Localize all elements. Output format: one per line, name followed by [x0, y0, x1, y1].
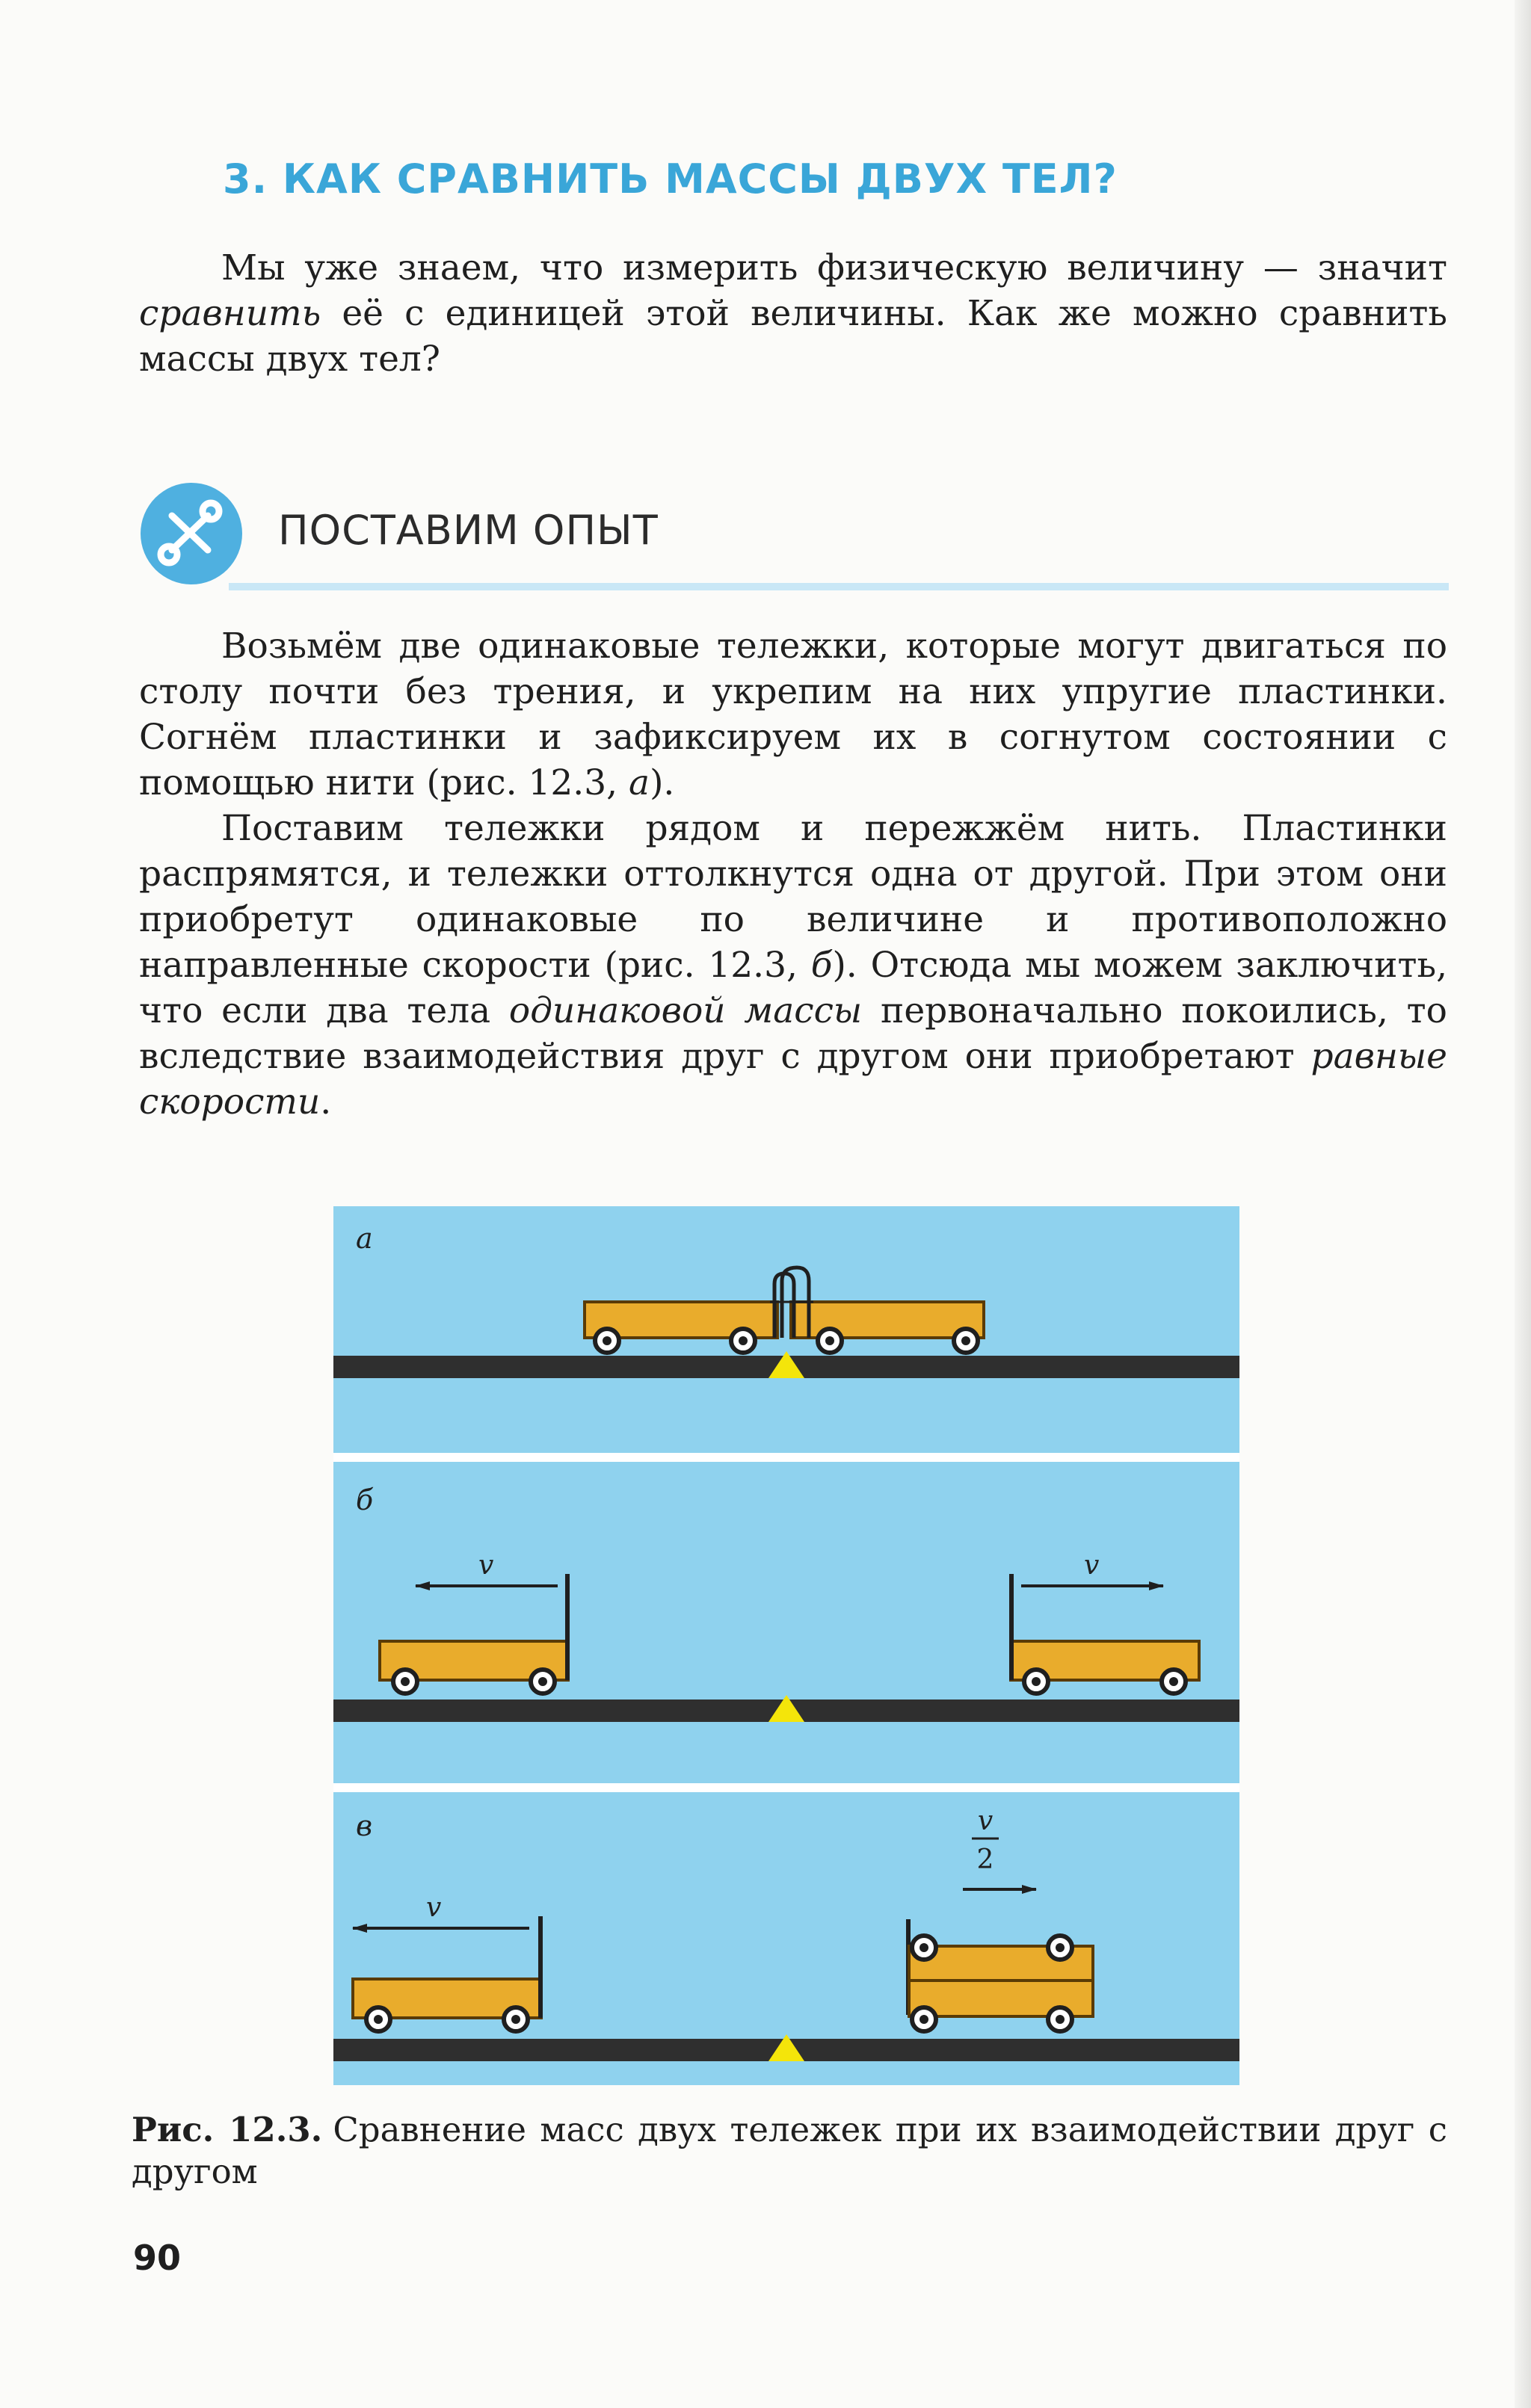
experiment-label: ПОСТАВИМ ОПЫТ [278, 507, 659, 554]
experiment-header: ПОСТАВИМ ОПЫТ [139, 478, 1449, 598]
experiment-paragraph-2: Поставим тележки рядом и пережжём нить. … [139, 808, 1448, 1123]
velocity-label-c-left: v [426, 1892, 441, 1923]
page-edge [1515, 0, 1531, 2408]
panel-b-background [333, 1462, 1239, 1783]
page-number: 90 [133, 2238, 182, 2278]
velocity-label-b-right: v [1084, 1550, 1099, 1581]
figure-caption: Рис. 12.3.Сравнение масс двух тележек пр… [132, 2109, 1447, 2193]
experiment-rule [229, 583, 1449, 590]
velocity-fraction-numerator: v [978, 1806, 993, 1836]
panel-c-label: в [356, 1809, 372, 1842]
pivot-c [768, 2034, 804, 2061]
velocity-label-b-left: v [478, 1550, 493, 1581]
figure-carts: а б [333, 1206, 1239, 2085]
panel-a-label: а [356, 1222, 373, 1255]
cart-c-right-stack [906, 1919, 1094, 2034]
bent-springs [770, 1265, 813, 1338]
velocity-fraction-denominator: 2 [977, 1844, 994, 1875]
panel-c: в v [333, 1792, 1239, 2085]
experiment-text: Возьмём две одинаковые тележки, которые … [139, 623, 1447, 1125]
pivot-b [768, 1695, 804, 1722]
intro-paragraph: Мы уже знаем, что измерить физическую ве… [139, 247, 1447, 380]
experiment-icon [141, 483, 242, 584]
caption-text: Сравнение масс двух тележек при их взаим… [132, 2110, 1448, 2191]
cart-c-left [351, 1916, 543, 2034]
panel-a: а [333, 1206, 1239, 1453]
experiment-paragraph-1: Возьмём две одинаковые тележки, которые … [139, 626, 1447, 803]
cart-b-right [1009, 1574, 1201, 1696]
cart-b-left [378, 1574, 570, 1696]
figure-svg: а б [333, 1206, 1239, 2085]
panel-b-label: б [356, 1484, 374, 1516]
caption-label: Рис. 12.3. [132, 2110, 323, 2149]
cart-a-right [789, 1300, 985, 1355]
cart-a-left [583, 1300, 779, 1355]
pivot-a [768, 1351, 804, 1378]
panel-b: б v v [333, 1462, 1239, 1783]
section-title: 3. КАК СРАВНИТЬ МАССЫ ДВУХ ТЕЛ? [223, 155, 1118, 203]
panel-a-background [333, 1206, 1239, 1453]
